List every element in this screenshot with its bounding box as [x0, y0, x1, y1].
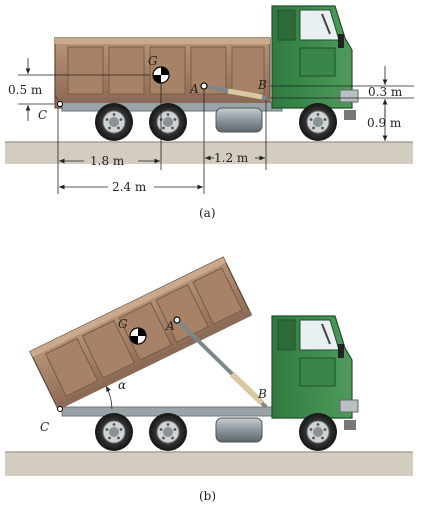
label-c-a: C [38, 108, 47, 122]
dimension-0-5m: 0.5 m [8, 58, 150, 121]
rear-wheel-1-a [94, 102, 134, 142]
label-a-b: A [165, 319, 175, 333]
cab-b [271, 315, 359, 430]
dimension-1-2m: 1.2 m [205, 151, 265, 165]
dim-label-2-4m: 2.4 m [112, 180, 147, 194]
caption-b: (b) [199, 489, 216, 503]
front-wheel-a [298, 102, 338, 142]
ground-b [5, 452, 413, 476]
rear-wheel-2-a [148, 102, 188, 142]
figure-b: G A B C α (b) [5, 256, 413, 503]
label-b-a: B [257, 78, 267, 92]
front-wheel-b [298, 412, 338, 452]
label-a-a: A [189, 82, 199, 96]
ground-a [5, 142, 413, 164]
pin-a-b [173, 316, 181, 324]
angle-arc [105, 385, 113, 410]
pin-a-a [200, 82, 208, 90]
pin-c-a [57, 101, 63, 107]
pin-c-b [57, 406, 63, 412]
center-of-gravity-b [129, 327, 147, 345]
label-alpha: α [118, 378, 126, 392]
label-c-b: C [40, 420, 49, 434]
label-g-b: G [118, 317, 128, 331]
rear-wheel-1-b [94, 412, 134, 452]
dim-label-0-9m: 0.9 m [367, 116, 402, 130]
center-of-gravity-a [152, 66, 170, 84]
dim-label-0-3m: 0.3 m [368, 85, 403, 99]
fuel-tank-a [215, 107, 263, 133]
rear-wheel-2-b [148, 412, 188, 452]
figure-a: G A B C 0.5 m 0.3 m 0.9 m [5, 5, 414, 220]
dimension-right: 0.3 m 0.9 m [270, 66, 414, 141]
fuel-tank-b [215, 417, 263, 443]
dump-bed-a [54, 37, 271, 109]
dim-label-0-5m: 0.5 m [8, 83, 43, 97]
label-b-b: B [257, 387, 267, 401]
cab-a [271, 5, 359, 120]
label-g-a: G [148, 54, 158, 68]
dimension-2-4m: 2.4 m [58, 180, 203, 194]
dim-label-1-2m: 1.2 m [214, 151, 249, 165]
dimension-1-8m: 1.8 m [58, 154, 160, 168]
caption-a: (a) [199, 206, 216, 220]
dim-label-1-8m: 1.8 m [90, 154, 125, 168]
